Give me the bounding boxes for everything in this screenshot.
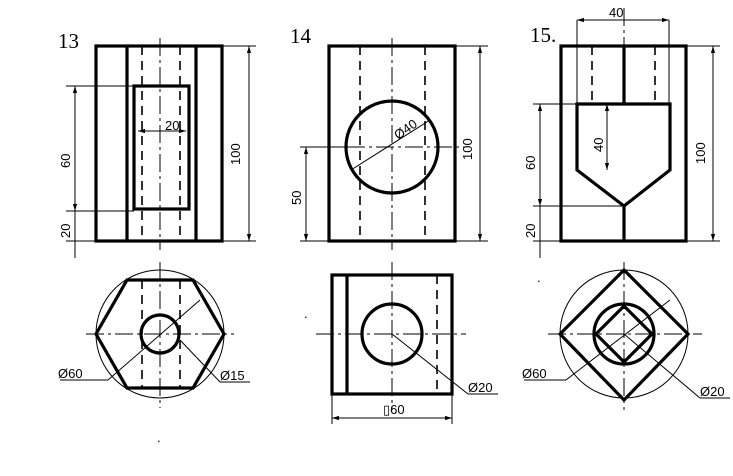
figure-15-number: 15. bbox=[530, 23, 556, 47]
svg-text:.: . bbox=[157, 430, 161, 445]
figure-14-front-view: Ø40 100 50 bbox=[289, 38, 488, 250]
figure-13-dim-100: 100 bbox=[228, 143, 243, 165]
figure-13: 13 20 100 60 20 bbox=[58, 29, 256, 445]
figure-15-dim-d20: Ø20 bbox=[700, 384, 725, 399]
figure-13-number: 13 bbox=[58, 29, 79, 53]
figure-13-dim-d60: Ø60 bbox=[58, 366, 83, 381]
figure-14-dim-50: 50 bbox=[289, 191, 304, 205]
figure-14-dim-d20: Ø20 bbox=[468, 380, 493, 395]
figure-13-dim-60: 60 bbox=[58, 154, 73, 168]
figure-14-top-view: Ø20 ▯60 . bbox=[304, 262, 498, 424]
figure-13-dim-20: 20 bbox=[165, 118, 179, 133]
figure-15-front-view: 40 40 100 60 20 . bbox=[523, 5, 720, 285]
figure-15: 15. 40 40 100 60 20 . bbox=[522, 5, 730, 410]
svg-text:.: . bbox=[537, 270, 541, 285]
figure-15-dim-60: 60 bbox=[523, 156, 538, 170]
figure-14-dim-100: 100 bbox=[460, 138, 475, 160]
figure-13-top-view: Ø60 Ø15 . bbox=[58, 262, 250, 445]
figure-15-dim-100: 100 bbox=[693, 142, 708, 164]
figure-15-dim-40-top: 40 bbox=[609, 5, 623, 20]
figure-15-dim-d60: Ø60 bbox=[522, 366, 547, 381]
figure-13-front-view: 20 100 60 20 bbox=[58, 38, 256, 258]
figure-15-dim-40-inner: 40 bbox=[591, 138, 606, 152]
figure-14: 14 Ø40 100 50 bbox=[289, 24, 498, 424]
figure-13-dim-d15: Ø15 bbox=[220, 368, 245, 383]
figure-14-dim-sq60: ▯60 bbox=[383, 402, 405, 417]
figure-14-number: 14 bbox=[290, 24, 312, 48]
figure-13-dim-20b: 20 bbox=[58, 224, 73, 238]
figure-15-dim-20: 20 bbox=[523, 224, 538, 238]
figure-15-top-view: Ø60 Ø20 bbox=[522, 262, 730, 410]
svg-text:.: . bbox=[304, 306, 308, 321]
figure-14-dim-d40: Ø40 bbox=[391, 116, 420, 142]
